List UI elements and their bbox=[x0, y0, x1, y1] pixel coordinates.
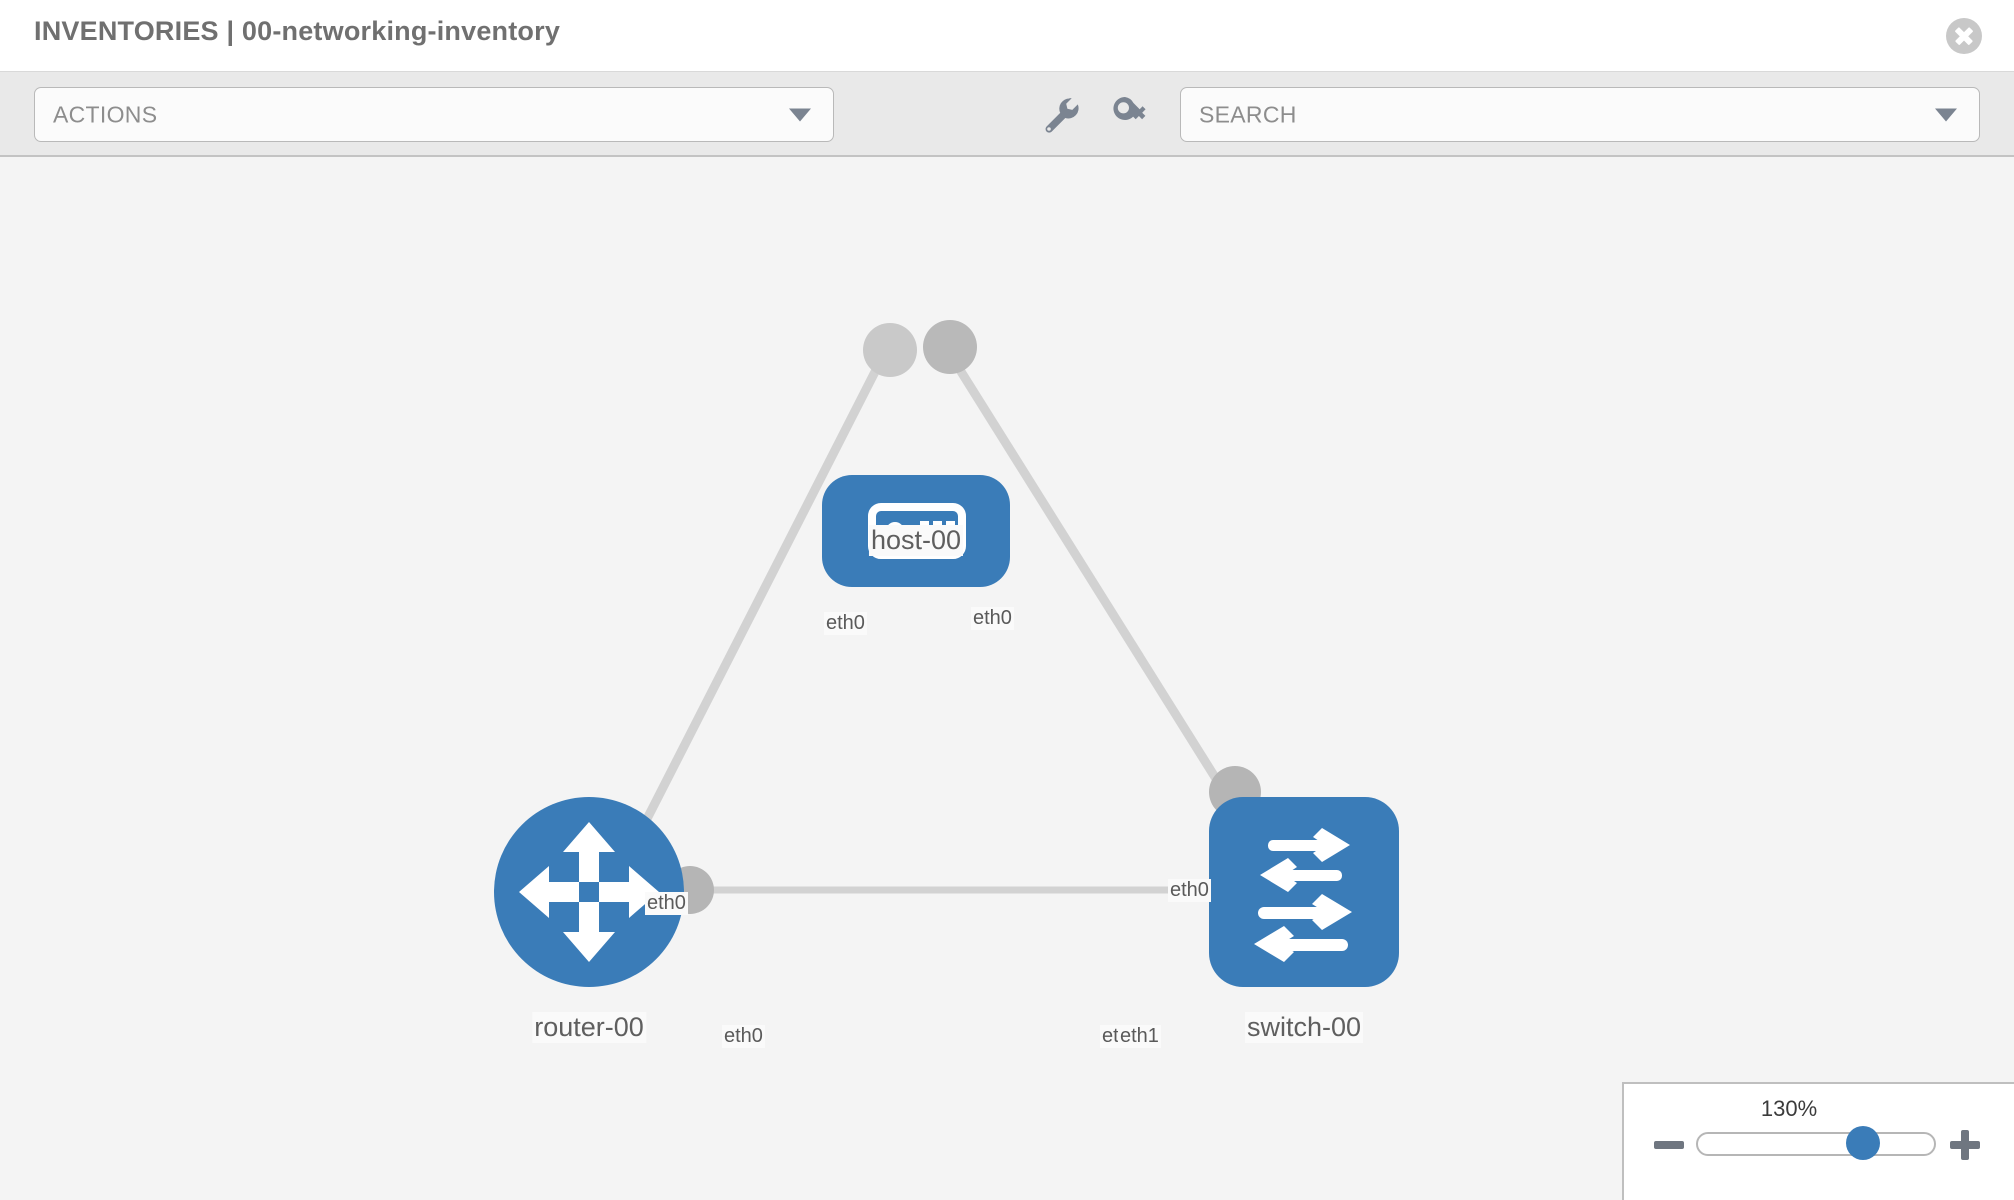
interface-label-router-uplink-eth0: eth0 bbox=[645, 892, 688, 915]
node-label-switch-00: switch-00 bbox=[1244, 1012, 1364, 1043]
zoom-in-button[interactable] bbox=[1948, 1128, 1982, 1162]
zoom-level-value: 130% bbox=[1760, 1096, 1818, 1121]
link-host-router[interactable] bbox=[620, 359, 885, 865]
minus-icon bbox=[1654, 1141, 1684, 1149]
interface-label-host-eth0-right: eth0 bbox=[971, 607, 1014, 630]
close-icon[interactable] bbox=[1946, 18, 1982, 54]
topology-graph bbox=[494, 320, 1399, 987]
node-label-router-00: router-00 bbox=[532, 1012, 646, 1043]
zoom-slider-track[interactable] bbox=[1696, 1132, 1936, 1156]
topology-canvas[interactable]: host-00 router-00 switch-00 eth0 eth0 et… bbox=[0, 157, 2014, 1200]
interface-label-router-eth0: eth0 bbox=[722, 1025, 765, 1048]
zoom-slider-thumb[interactable] bbox=[1846, 1126, 1880, 1160]
actions-dropdown[interactable]: ACTIONS bbox=[34, 87, 834, 142]
topology-links bbox=[620, 359, 1269, 894]
search-placeholder: SEARCH bbox=[1199, 101, 1297, 127]
switch-arrows-icon bbox=[1254, 828, 1352, 962]
zoom-control-panel: 130% bbox=[1622, 1082, 2014, 1200]
actions-dropdown-label: ACTIONS bbox=[53, 101, 158, 127]
router-arrows-icon bbox=[519, 822, 659, 962]
page-title: INVENTORIES | 00-networking-inventory bbox=[34, 16, 561, 46]
node-router-00[interactable] bbox=[494, 797, 684, 987]
wrench-icon[interactable] bbox=[1038, 92, 1082, 136]
interface-label-switch-eth1: eth1 bbox=[1118, 1025, 1161, 1048]
node-switch-00[interactable] bbox=[1209, 797, 1399, 987]
link-host-switch[interactable] bbox=[951, 359, 1269, 860]
node-switch-00-body[interactable] bbox=[1209, 797, 1399, 987]
interface-label-switch-uplink-eth0: eth0 bbox=[1168, 879, 1211, 902]
plus-icon-vertical bbox=[1961, 1130, 1969, 1160]
search-input[interactable]: SEARCH bbox=[1180, 87, 1980, 142]
key-icon[interactable] bbox=[1108, 92, 1152, 136]
interface-label-host-eth0-left: eth0 bbox=[824, 612, 867, 635]
page-header: INVENTORIES | 00-networking-inventory bbox=[0, 0, 2014, 72]
topology-interfaces bbox=[666, 320, 1261, 914]
chevron-down-icon bbox=[789, 108, 811, 121]
zoom-out-button[interactable] bbox=[1652, 1128, 1686, 1162]
interface-nub-host-eth0-right[interactable] bbox=[923, 320, 977, 374]
node-label-host-00: host-00 bbox=[868, 525, 964, 556]
interface-nub-host-eth0-left[interactable] bbox=[863, 323, 917, 377]
toolbar: ACTIONS SEARCH bbox=[0, 72, 2014, 157]
node-router-00-body[interactable] bbox=[494, 797, 684, 987]
chevron-down-icon bbox=[1935, 108, 1957, 121]
